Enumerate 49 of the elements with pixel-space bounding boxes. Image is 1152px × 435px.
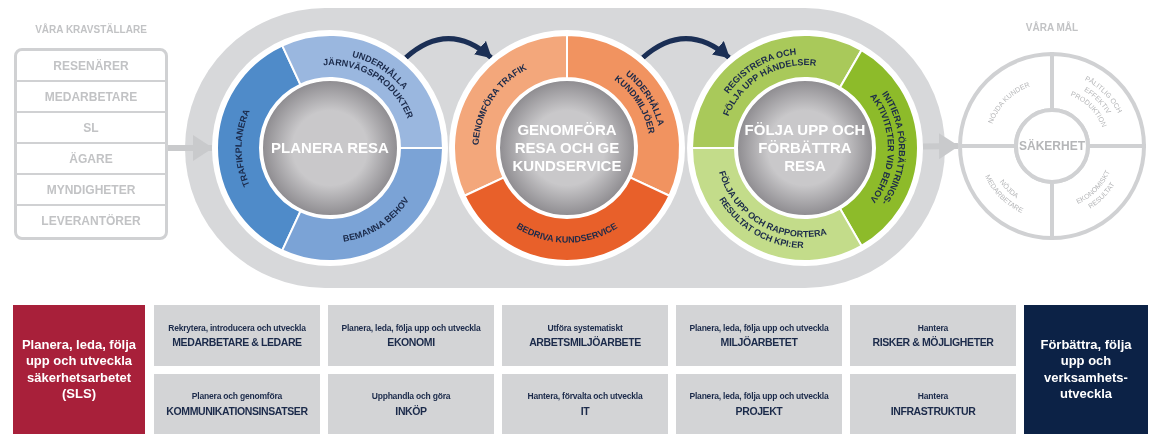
- activity-area: MEDARBETARE & LEDARE: [172, 336, 302, 349]
- activity-area: IT: [580, 404, 590, 417]
- activity-card: [328, 305, 494, 366]
- activity-area: INFRASTRUKTUR: [890, 404, 976, 417]
- arrow: [168, 135, 213, 161]
- curved-arrow: [641, 36, 731, 60]
- activity-verb: Hantera, förvalta och utveckla: [527, 391, 643, 402]
- activity-verb: Hantera: [917, 391, 949, 402]
- column-heading: VÅRA KRAVSTÄLLARE: [34, 24, 148, 35]
- stakeholder-item: RESENÄRER: [17, 51, 165, 82]
- ring-segment: [463, 176, 671, 262]
- activity-verb: Upphandla och göra: [371, 391, 451, 402]
- highlight-card: Förbättra, följa upp och verksamhets- utveckla: [1024, 305, 1148, 434]
- process-title: PLANERA RESA: [270, 138, 390, 158]
- stakeholder-item: SL: [17, 113, 165, 144]
- stakeholder-item: MEDARBETARE: [17, 82, 165, 113]
- activity-verb: Hantera: [917, 322, 949, 334]
- activity-area: MILJÖARBETET: [720, 336, 798, 349]
- activity-card: [850, 305, 1016, 366]
- column-heading: VÅRA MÅL: [1024, 22, 1080, 33]
- curved-arrow: [404, 36, 493, 60]
- activity-card: [676, 305, 842, 366]
- arrow: [922, 133, 959, 160]
- activity-card: [850, 374, 1016, 434]
- process-wheel: [687, 30, 923, 266]
- process-wheel: [212, 30, 448, 266]
- activity-verb: Planera, leda, följa upp och utveckla: [341, 322, 481, 334]
- activity-verb: Planera, leda, följa upp och utveckla: [689, 322, 829, 334]
- activity-card: [676, 374, 842, 434]
- process-wheel: [449, 30, 685, 266]
- activity-card: [328, 374, 494, 434]
- activity-area: INKÖP: [395, 404, 427, 417]
- activity-area: RISKER & MÖJLIGHETER: [872, 336, 994, 349]
- activity-card: [154, 305, 320, 366]
- activity-verb: Planera, leda, följa upp och utveckla: [689, 391, 829, 402]
- activity-verb: Rekrytera, introducera och utveckla: [168, 322, 306, 334]
- activity-area: KOMMUNIKATIONSINSATSER: [166, 404, 308, 417]
- activity-area: EKONOMI: [387, 336, 435, 349]
- activity-area: PROJEKT: [735, 404, 783, 417]
- activity-card: [502, 374, 668, 434]
- stakeholder-item: LEVERANTÖRER: [17, 206, 165, 237]
- activity-area: ARBETSMILJÖARBETE: [529, 336, 641, 349]
- activity-card: [154, 374, 320, 434]
- activity-verb: Utföra systematiskt: [547, 322, 623, 334]
- highlight-card: Planera, leda, följa upp och utveckla säkerhetsarbetet (SLS): [13, 305, 145, 434]
- stakeholder-item: ÄGARE: [17, 144, 165, 175]
- activity-verb: Planera och genomföra: [191, 391, 283, 402]
- stakeholder-item: MYNDIGHETER: [17, 175, 165, 206]
- activity-card: [502, 305, 668, 366]
